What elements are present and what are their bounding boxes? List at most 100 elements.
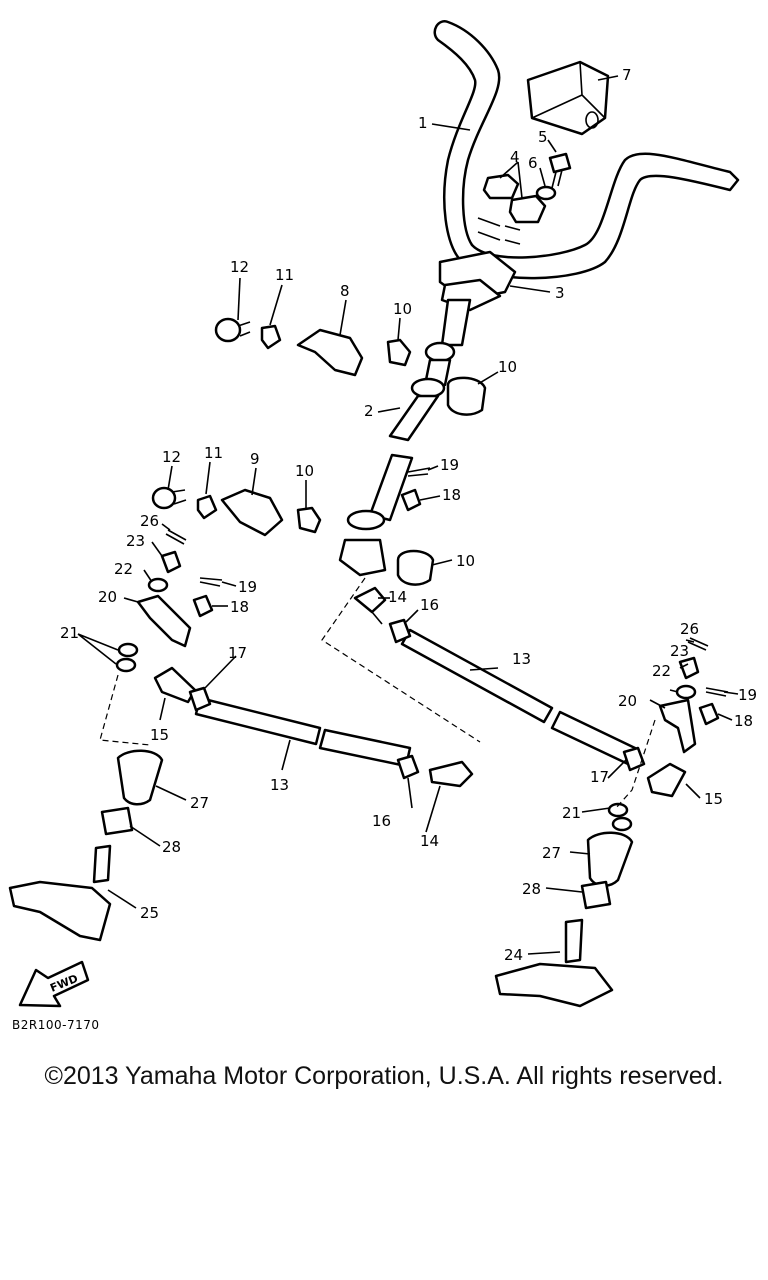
nut-16b (396, 754, 420, 780)
fwd-arrow-icon: FWD (18, 960, 90, 1008)
callout-labels: 1 7 5 4 6 3 12 11 8 10 10 2 12 11 9 10 1… (60, 66, 757, 964)
tie-rod-13-left-end (318, 728, 412, 768)
copyright-notice: ©2013 Yamaha Motor Corporation, U.S.A. A… (44, 1062, 724, 1090)
boot-27-left (116, 749, 164, 806)
washer-22b (675, 684, 697, 700)
callout-10d: 10 (456, 552, 475, 570)
tie-rod-end-15b (646, 762, 687, 798)
washer-21b (115, 657, 137, 673)
bushing-10d (396, 549, 435, 586)
callout-10a: 10 (393, 300, 412, 318)
nut-18b (192, 594, 214, 618)
nut-18c (698, 702, 720, 726)
nut-23b (678, 656, 700, 680)
bolt-12a (214, 317, 251, 343)
callout-6: 6 (528, 154, 538, 172)
washer-21a (117, 642, 139, 658)
callout-14b: 14 (420, 832, 439, 850)
callout-11a: 11 (275, 266, 294, 284)
washer-21c (607, 802, 629, 818)
washer-21d (611, 816, 633, 832)
nut-16a (388, 618, 412, 644)
washer-6 (535, 185, 557, 201)
bushing-28-right (580, 880, 612, 910)
callout-28a: 28 (162, 838, 181, 856)
boot-27-right (586, 831, 634, 887)
callout-7: 7 (622, 66, 632, 84)
steering-column (338, 298, 472, 577)
callout-1: 1 (418, 114, 428, 132)
callout-17b: 17 (590, 768, 609, 786)
tie-rod-13-left (194, 696, 322, 746)
knuckle-arm-20-left (136, 594, 192, 648)
callout-27b: 27 (542, 844, 561, 862)
bushing-10c (296, 506, 322, 534)
knuckle-25-left (8, 844, 112, 942)
callout-15b: 15 (704, 790, 723, 808)
tie-rod-end-14b (428, 760, 474, 788)
callout-11b: 11 (204, 444, 223, 462)
bushing-10a (386, 338, 412, 367)
callout-22a: 22 (114, 560, 133, 578)
callout-8: 8 (340, 282, 350, 300)
alignment-line-left (99, 674, 151, 746)
callout-16b: 16 (372, 812, 391, 830)
callout-19c: 19 (738, 686, 757, 704)
callout-18a: 18 (442, 486, 461, 504)
callout-23b: 23 (670, 642, 689, 660)
callout-25: 25 (140, 904, 159, 922)
nut-11a (260, 324, 282, 350)
leader-lines (77, 75, 739, 955)
nut-17a (188, 686, 212, 712)
cotter-pin-19a (407, 467, 431, 477)
callout-17a: 17 (228, 644, 247, 662)
drawing-code: B2R100-7170 (12, 1018, 100, 1032)
callout-19b: 19 (238, 578, 257, 596)
callout-23a: 23 (126, 532, 145, 550)
callout-16a: 16 (420, 596, 439, 614)
callout-15a: 15 (150, 726, 169, 744)
tie-rod-13-right (400, 628, 554, 724)
washer-22a (147, 577, 169, 593)
callout-20b: 20 (618, 692, 637, 710)
callout-21a: 21 (60, 624, 79, 642)
handlebar (433, 20, 740, 280)
nut-11b (196, 494, 218, 520)
cotter-pin-19b (199, 577, 223, 587)
handlebar-pad (526, 60, 610, 136)
knuckle-24-right (494, 918, 614, 1008)
callout-21b: 21 (562, 804, 581, 822)
bolt-5 (548, 152, 572, 189)
cotter-pin-26b (687, 637, 709, 651)
bushing-10b (446, 376, 487, 416)
column-holder-9 (220, 488, 284, 537)
callout-18b: 18 (230, 598, 249, 616)
callout-27a: 27 (190, 794, 209, 812)
upper-holders (482, 173, 547, 224)
cotter-pin-26a (165, 529, 187, 545)
bushing-28-left (100, 806, 134, 836)
nut-23a (160, 550, 182, 574)
callout-24: 24 (504, 946, 523, 964)
bolt-12b (151, 486, 187, 510)
nut-18a (400, 488, 422, 512)
callout-18c: 18 (734, 712, 753, 730)
callout-12b: 12 (162, 448, 181, 466)
tie-rod-end-14a (353, 586, 387, 625)
callout-13a: 13 (270, 776, 289, 794)
callout-14a: 14 (388, 588, 407, 606)
callout-10b: 10 (498, 358, 517, 376)
callout-19a: 19 (440, 456, 459, 474)
callout-5: 5 (538, 128, 548, 146)
steering-exploded-diagram: FWD (8, 20, 757, 1008)
alignment-line-center (321, 577, 481, 743)
nut-17b (622, 746, 646, 772)
callout-10c: 10 (295, 462, 314, 480)
callout-13b: 13 (512, 650, 531, 668)
callout-26b: 26 (680, 620, 699, 638)
column-holder-8 (296, 328, 364, 377)
knuckle-arm-20-right (658, 698, 697, 754)
callout-26a: 26 (140, 512, 159, 530)
alignment-line-right (615, 719, 656, 809)
